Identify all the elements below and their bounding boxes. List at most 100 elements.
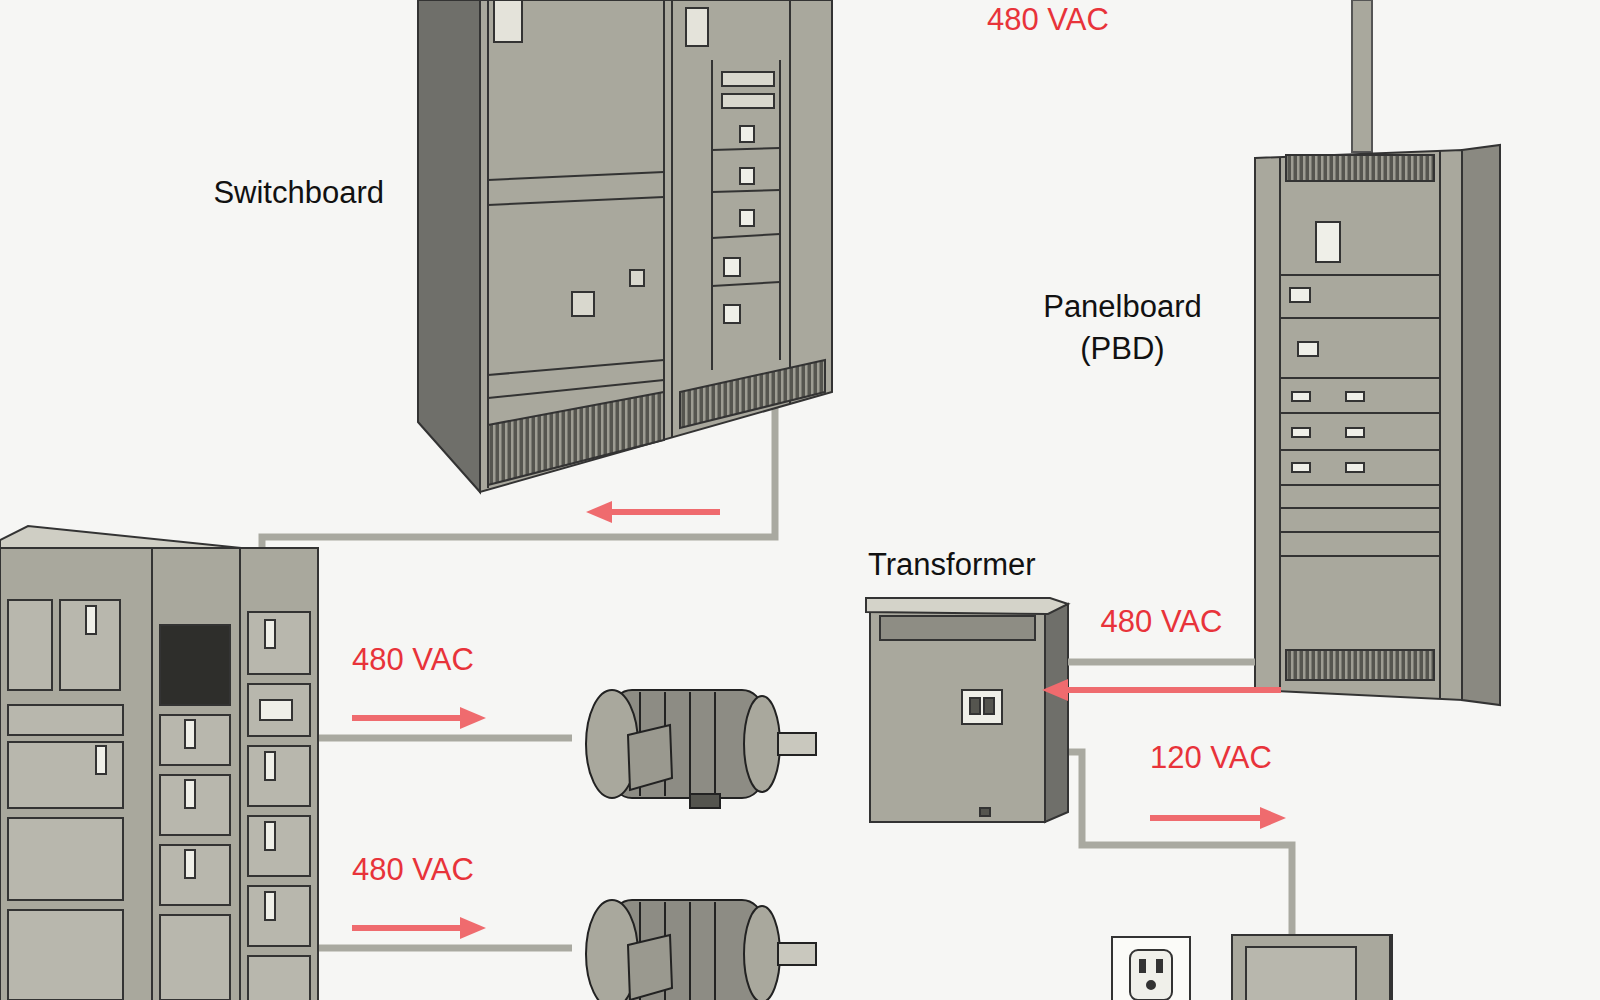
flow-arrow <box>586 501 612 523</box>
transformer-box <box>866 598 1068 614</box>
panelboard-cabinet <box>1298 342 1318 356</box>
panelboard-cabinet <box>1280 555 1440 557</box>
switchboard-cabinet <box>724 258 740 276</box>
motor-control-center <box>160 625 230 705</box>
panelboard-cabinet <box>1279 158 1281 690</box>
panelboard-cabinet <box>1286 155 1434 181</box>
motor-control-center <box>8 818 123 900</box>
arrow-head <box>1042 679 1068 701</box>
switchboard-cabinet <box>712 282 780 286</box>
panelboard-cabinet <box>1462 145 1500 705</box>
panelboard-cabinet <box>1280 531 1440 533</box>
switchboard-cabinet <box>480 0 832 492</box>
switchboard-cabinet <box>418 0 832 492</box>
motor-control-center <box>265 752 275 780</box>
panelboard-cabinet <box>1280 274 1440 276</box>
motor-control-center <box>96 746 106 774</box>
equipment-label: Transformer <box>868 544 1036 586</box>
motor-control-center <box>160 775 230 835</box>
branch-panel <box>1246 947 1356 1000</box>
transformer-box <box>1045 604 1068 822</box>
switchboard-cabinet <box>724 305 740 323</box>
transformer-box <box>984 698 994 714</box>
panelboard-cabinet <box>1255 150 1462 700</box>
switchboard-cabinet <box>740 210 754 226</box>
flow-arrow <box>608 509 720 515</box>
switchboard-cabinet <box>779 60 781 360</box>
panelboard-cabinet <box>1280 412 1440 414</box>
flow-arrow <box>460 917 486 939</box>
receptacle <box>1140 960 1145 972</box>
panelboard-cabinet <box>1292 392 1310 401</box>
motor <box>628 725 672 790</box>
panelboard-cabinet <box>1280 449 1440 451</box>
motor <box>714 902 716 1000</box>
transformer-box <box>880 616 1035 640</box>
receptacle <box>1147 981 1155 989</box>
flow-arrow <box>1150 815 1262 821</box>
motor-control-center <box>0 548 318 1000</box>
motor <box>778 943 816 965</box>
switchboard-cabinet <box>487 0 489 488</box>
motor-control-center <box>8 910 123 1000</box>
motor-control-center <box>8 742 123 808</box>
branch-panel <box>1232 935 1392 1000</box>
motor <box>689 902 691 1000</box>
panelboard-cabinet <box>1280 317 1440 319</box>
switchboard-cabinet <box>680 360 825 428</box>
motor-control-center <box>265 822 275 850</box>
motor-control-center <box>60 600 120 690</box>
switchboard-cabinet <box>712 148 780 150</box>
switchboard-cabinet <box>740 168 754 184</box>
flow-arrow <box>1064 687 1281 693</box>
switchboard-cabinet <box>663 0 665 440</box>
switchboard-cabinet <box>630 270 644 286</box>
motor <box>690 794 720 808</box>
switchboard-cabinet <box>488 197 664 205</box>
motor-control-center <box>248 816 310 876</box>
wire <box>318 735 572 742</box>
panelboard-cabinet <box>1292 428 1310 437</box>
motor-control-center <box>151 548 153 1000</box>
motor-control-center <box>248 746 310 806</box>
motor <box>586 900 816 1000</box>
motor <box>612 690 762 798</box>
receptacle <box>1112 937 1190 1000</box>
panelboard-cabinet <box>1255 145 1500 705</box>
flow-arrow <box>352 501 1286 939</box>
transformer-box <box>980 808 990 816</box>
equipment-label: Switchboard <box>213 172 384 214</box>
switchboard-cabinet <box>488 360 664 375</box>
motor-control-center <box>0 526 318 1000</box>
switchboard-cabinet <box>740 126 754 142</box>
switchboard-cabinet <box>488 172 664 180</box>
panelboard-cabinet <box>1439 151 1441 699</box>
motor-control-center <box>248 956 310 1000</box>
motor-control-center <box>248 612 310 674</box>
motor-control-center <box>185 720 195 748</box>
motor-control-center <box>160 915 230 1000</box>
motor-control-center <box>8 600 52 690</box>
switchboard-cabinet <box>418 0 480 492</box>
motor-control-center <box>260 700 292 720</box>
wire <box>318 945 572 952</box>
voltage-label: 480 VAC <box>987 2 1109 38</box>
panelboard-cabinet <box>1290 288 1310 302</box>
switchboard-cabinet <box>722 94 774 108</box>
voltage-label: 480 VAC <box>352 642 474 678</box>
motor-control-center <box>86 606 96 634</box>
flow-arrow <box>352 925 462 931</box>
motor <box>628 935 672 1000</box>
motor-control-center <box>185 780 195 808</box>
switchboard-cabinet <box>686 8 708 46</box>
wire <box>1048 752 1292 935</box>
equipment-label: Panelboard (PBD) <box>1020 286 1225 370</box>
motor <box>744 906 780 1000</box>
motor <box>689 692 691 796</box>
switchboard-cabinet <box>712 234 780 238</box>
switchboard-cabinet <box>722 72 774 86</box>
panelboard-cabinet <box>1286 650 1434 680</box>
wire <box>262 398 1292 948</box>
